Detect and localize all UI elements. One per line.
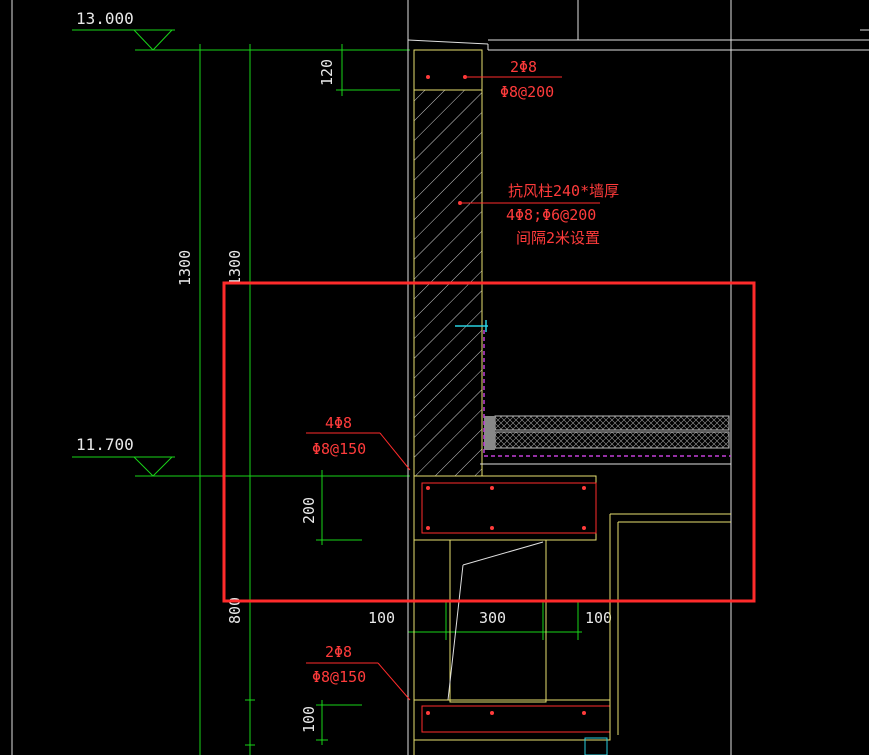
elevation-mark-top	[72, 29, 410, 51]
elevation-lower-label: 11.700	[76, 435, 134, 454]
dim-width-mid: 300	[479, 609, 506, 627]
leader-lines	[306, 76, 600, 701]
dim-1300-a: 1300	[176, 250, 194, 286]
rebar-dots	[426, 75, 586, 715]
bottom-stirrups-label: Φ8@150	[312, 668, 366, 686]
dim-1300-b: 1300	[226, 250, 244, 286]
dim-120: 120	[318, 59, 336, 86]
dim-800: 800	[226, 597, 244, 624]
highlight-box	[222, 281, 756, 603]
top-stirrups-label: Φ8@200	[500, 83, 554, 101]
dim-width-right: 100	[585, 609, 612, 627]
beam-stirrups-label: Φ8@150	[312, 440, 366, 458]
bottom-bars-label: 2Φ8	[325, 643, 352, 661]
top-bars-label: 2Φ8	[510, 58, 537, 76]
column-title-label: 抗风柱240*墙厚	[508, 182, 619, 200]
dim-200: 200	[300, 497, 318, 524]
column-bars-label: 4Φ8;Φ6@200	[506, 206, 596, 224]
grid-lines	[11, 0, 869, 755]
beam-bars-label: 4Φ8	[325, 414, 352, 432]
dim-100-bottom: 100	[300, 706, 318, 733]
elevation-top-label: 13.000	[76, 9, 134, 28]
elevation-mark-lower	[72, 456, 410, 477]
dim-width-left: 100	[368, 609, 395, 627]
roof-layers	[455, 320, 731, 465]
dimension-lines	[195, 44, 582, 755]
column-spacing-label: 间隔2米设置	[516, 229, 600, 247]
ring-beam	[413, 475, 731, 755]
column-section	[407, 39, 489, 755]
